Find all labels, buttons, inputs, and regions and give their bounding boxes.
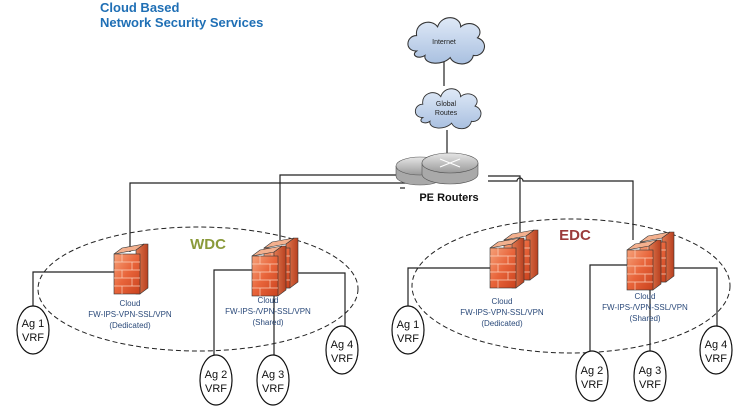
wdc-vrf-ag3: Ag 3 VRF	[256, 354, 290, 406]
svg-text:Ag 1: Ag 1	[397, 319, 420, 331]
svg-text:VRF: VRF	[581, 379, 603, 391]
wdc-shared-label-1: Cloud	[258, 296, 279, 305]
svg-text:Ag 4: Ag 4	[705, 339, 728, 351]
global-routes-cloud-icon	[414, 88, 482, 130]
pe-routers-label: PE Routers	[419, 192, 478, 204]
svg-text:VRF: VRF	[639, 379, 661, 391]
svg-text:VRF: VRF	[705, 353, 727, 365]
wdc-shared-label-3: (Shared)	[252, 318, 283, 327]
wdc-dedicated-label-3: (Dedicated)	[109, 321, 151, 330]
global-routes-label-2: Routes	[435, 110, 458, 117]
edc-shared-label-1: Cloud	[635, 292, 656, 301]
svg-text:VRF: VRF	[22, 332, 44, 344]
svg-text:Ag 2: Ag 2	[581, 365, 604, 377]
svg-text:Ag 4: Ag 4	[331, 339, 354, 351]
wdc-dedicated-label-2: FW-IPS-VPN-SSL/VPN	[88, 310, 172, 319]
svg-text:Ag 2: Ag 2	[205, 369, 228, 381]
wdc-shared-label-2: FW-IPS-/VPN-SSL/VPN	[225, 307, 311, 316]
wdc-vrf-ag4: Ag 4 VRF	[325, 325, 359, 375]
edc-shared-label-3: (Shared)	[629, 314, 660, 323]
wdc-vrf-ag1: Ag 1 VRF	[16, 305, 50, 355]
pe-router-icon	[421, 152, 479, 185]
edc-dedicated-label-1: Cloud	[492, 297, 513, 306]
wdc-boundary	[37, 226, 359, 352]
edc-vrf-ag4: Ag 4 VRF	[699, 325, 733, 375]
svg-text:VRF: VRF	[262, 383, 284, 395]
svg-text:VRF: VRF	[331, 353, 353, 365]
edc-vrf-links	[407, 264, 718, 352]
global-routes-label-1: Global	[436, 101, 457, 108]
title-line-1: Cloud Based	[100, 0, 180, 15]
edc-dedicated-label-2: FW-IPS-VPN-SSL/VPN	[460, 308, 544, 317]
title-line-2: Network Security Services	[100, 15, 263, 30]
internet-label: Internet	[432, 39, 456, 46]
wdc-dedicated-firewall-icon	[113, 243, 149, 295]
wdc-dedicated-label-1: Cloud	[120, 299, 141, 308]
svg-text:VRF: VRF	[397, 333, 419, 345]
wdc-label: WDC	[190, 236, 226, 253]
svg-text:Ag 1: Ag 1	[22, 318, 45, 330]
svg-text:Ag 3: Ag 3	[639, 365, 662, 377]
edc-shared-label-2: FW-IPS-/VPN-SSL/VPN	[602, 303, 688, 312]
wdc-vrf-ag2: Ag 2 VRF	[199, 354, 233, 406]
edc-uplinks	[488, 175, 634, 240]
edc-boundary	[411, 218, 731, 354]
edc-vrf-ag1: Ag 1 VRF	[391, 305, 425, 355]
svg-text:Ag 3: Ag 3	[262, 369, 285, 381]
wdc-vrf-links	[32, 269, 346, 355]
edc-dedicated-label-3: (Dedicated)	[481, 319, 523, 328]
edc-vrf-ag2: Ag 2 VRF	[575, 350, 609, 402]
wdc-uplinks	[129, 174, 415, 252]
svg-text:VRF: VRF	[205, 383, 227, 395]
edc-vrf-ag3: Ag 3 VRF	[633, 350, 667, 402]
edc-label: EDC	[559, 227, 591, 244]
